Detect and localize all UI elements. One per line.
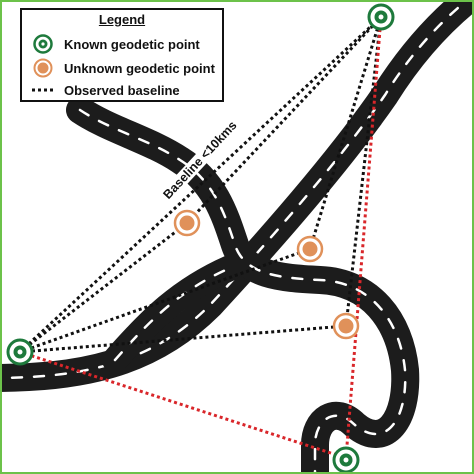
baseline-left-to-top xyxy=(18,15,383,354)
unknown-point-lower-right xyxy=(332,312,360,340)
baseline-top-to-unknown-lower xyxy=(344,16,383,327)
legend-unknown-label: Unknown geodetic point xyxy=(64,60,215,76)
unknown-points xyxy=(173,209,360,340)
red-dotted-lines xyxy=(19,16,383,460)
baseline-top-to-unknown-center xyxy=(308,16,383,250)
known-point-bottom xyxy=(332,446,360,474)
known-point-left xyxy=(6,338,34,366)
legend-known-label: Known geodetic point xyxy=(64,36,200,52)
legend-title: Legend xyxy=(98,12,146,27)
road-winding xyxy=(66,96,420,474)
red-line-top-to-bottom xyxy=(344,16,383,459)
known-point-icon xyxy=(32,34,54,54)
known-point-top xyxy=(367,3,395,31)
observed-baselines xyxy=(18,15,383,354)
legend-row-known: Known geodetic point xyxy=(32,34,200,54)
unknown-point-upper-left xyxy=(173,209,201,237)
baseline-left-to-unknown-lower xyxy=(19,324,347,354)
legend-row-unknown: Unknown geodetic point xyxy=(32,58,215,78)
known-points xyxy=(6,3,395,474)
baseline-left-to-unknown-upper xyxy=(19,221,188,354)
unknown-point-center xyxy=(296,235,324,263)
legend-row-baseline: Observed baseline xyxy=(32,80,180,100)
baseline-top-to-unknown-upper xyxy=(185,15,383,225)
dotted-line-icon xyxy=(32,80,54,100)
legend-baseline-label: Observed baseline xyxy=(64,82,180,98)
road-curve-lower-marking xyxy=(113,266,232,362)
unknown-point-icon xyxy=(32,58,54,78)
legend: Legend Known geodetic point Unknown geod… xyxy=(20,8,224,102)
road-winding-marking xyxy=(78,108,407,474)
